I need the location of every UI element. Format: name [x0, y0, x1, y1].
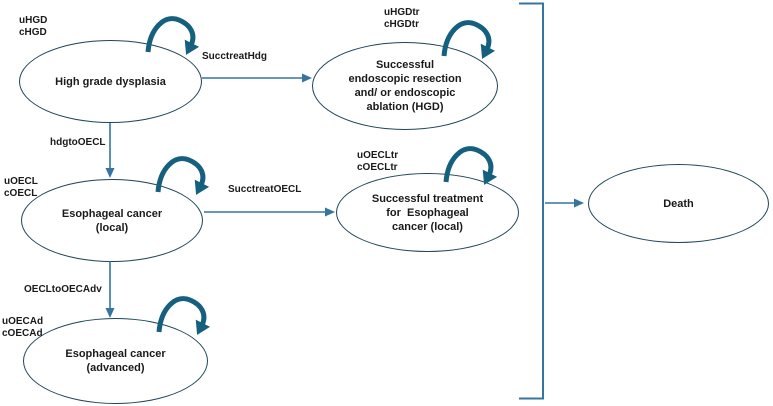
node-tags-esophageal-cancer-local: uOECL cOECL: [4, 176, 38, 199]
node-label: Death: [663, 197, 694, 210]
node-tags-successful-treatment-esophageal-cancer-local: uOECLtr cOECLtr: [357, 150, 399, 173]
node-label: Successful treatment for Esophageal canc…: [371, 192, 484, 233]
edge-label-succtreatoecl: SucctreatOECL: [228, 184, 302, 195]
death-bracket: [519, 2, 544, 400]
edge-label-hdgtooecl: hdgtoOECL: [50, 137, 106, 148]
node-label: Successful endoscopic resection and/ or …: [348, 59, 462, 113]
node-tags-high-grade-dysplasia: uHGD cHGD: [19, 15, 48, 38]
node-successful-endoscopic-resection-hgd: Successful endoscopic resection and/ or …: [312, 42, 498, 130]
edge-label-oecltooecadv: OECLtoOECAdv: [24, 284, 102, 295]
node-esophageal-cancer-local: Esophageal cancer (local): [21, 179, 203, 262]
node-label: High grade dysplasia: [55, 75, 166, 88]
node-high-grade-dysplasia: High grade dysplasia: [19, 40, 202, 123]
node-successful-treatment-esophageal-cancer-local: Successful treatment for Esophageal canc…: [336, 173, 519, 252]
node-tags-esophageal-cancer-advanced: uOECAd cOECAd: [2, 316, 44, 339]
edge-label-succtreathdg: SucctreatHdg: [202, 51, 268, 62]
node-label: Esophageal cancer (advanced): [65, 348, 166, 374]
node-label: Esophageal cancer (local): [61, 207, 163, 234]
node-esophageal-cancer-advanced: Esophageal cancer (advanced): [23, 318, 208, 404]
node-tags-successful-endoscopic-resection-hgd: uHGDtr cHGDtr: [384, 7, 420, 30]
node-death: Death: [588, 164, 769, 243]
